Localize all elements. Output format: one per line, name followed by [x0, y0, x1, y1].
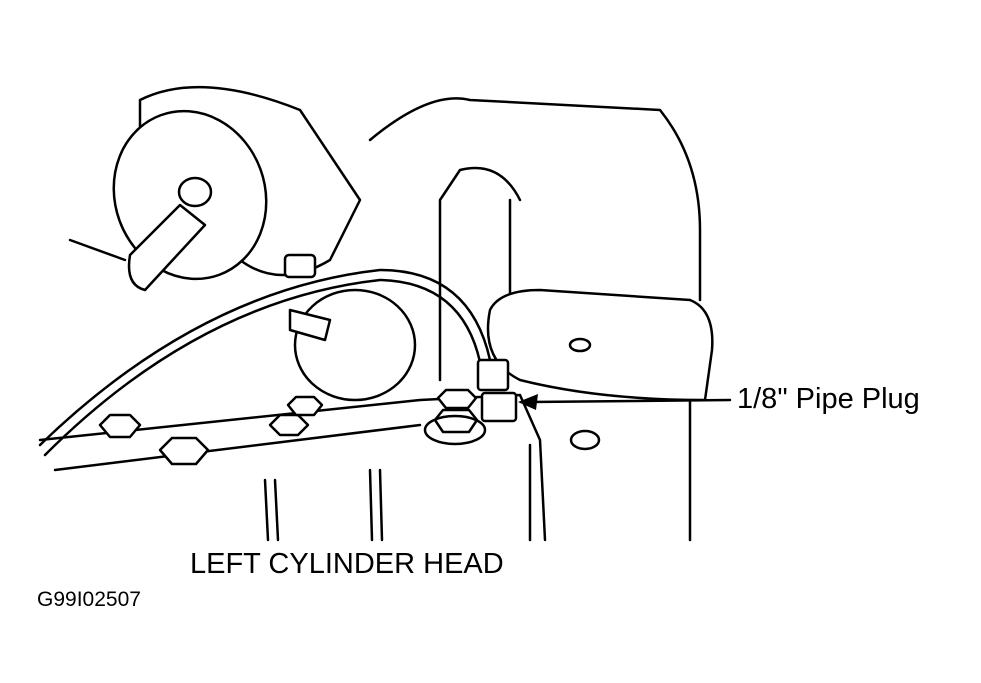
vacuum-nipple	[127, 203, 207, 292]
port-opening	[293, 288, 417, 402]
lower-bolt	[569, 429, 601, 451]
exhaust-elbow	[368, 97, 702, 542]
head-bolts	[98, 388, 487, 466]
flange-bolt	[568, 337, 592, 353]
exhaust-flange	[486, 288, 714, 402]
canister-port	[177, 176, 213, 208]
diagram-caption: LEFT CYLINDER HEAD	[190, 548, 504, 580]
head-ribs	[263, 468, 384, 542]
figure-code: G99I02507	[37, 588, 141, 611]
bracket	[288, 308, 332, 342]
pressure-tube-outer	[38, 268, 492, 447]
pipe-plug	[480, 391, 518, 423]
tube-fitting	[476, 358, 510, 392]
callout-arrowhead	[518, 394, 538, 410]
pressure-tube-inner	[43, 278, 482, 457]
bracket-nut	[283, 253, 317, 279]
pipe-plug-callout: 1/8" Pipe Plug	[737, 383, 920, 415]
hose	[68, 238, 127, 262]
callout-leader	[528, 398, 732, 404]
